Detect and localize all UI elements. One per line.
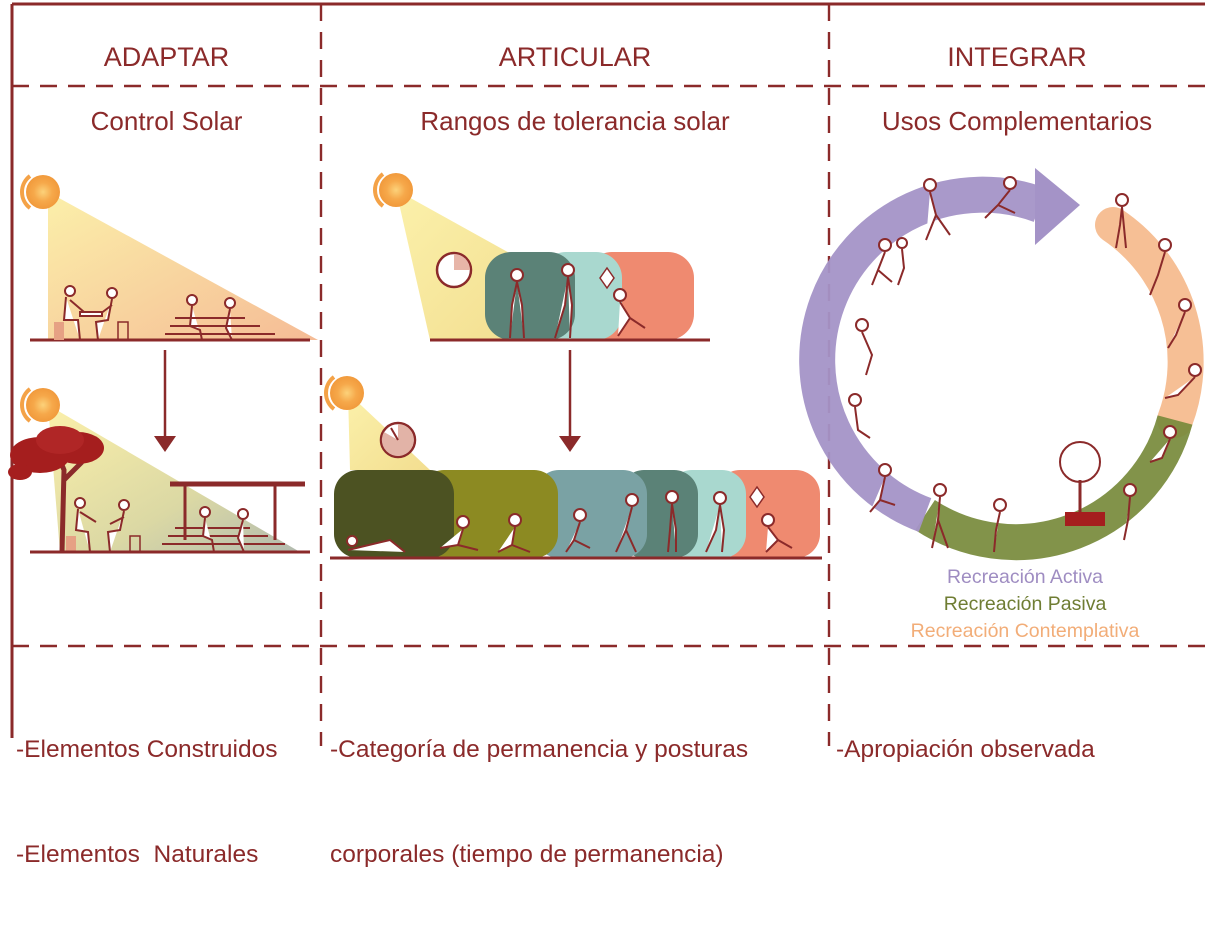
subtitle-rangos-tolerancia: Rangos de tolerancia solar [420, 106, 730, 136]
column-header-articular: ARTICULAR [498, 42, 652, 72]
sun-icon [26, 388, 60, 422]
person-icon [509, 263, 646, 339]
control-solar-bottom-scene [8, 387, 310, 554]
tree-icon [1059, 441, 1105, 526]
person-icon [346, 490, 793, 553]
person-icon [848, 176, 1202, 553]
person-icon [74, 497, 249, 553]
circular-arrow-icon [799, 168, 1204, 561]
tree-icon [8, 426, 104, 553]
tolerance-bottom-scene [324, 375, 822, 560]
arrow-down-icon [559, 436, 581, 452]
footer-adaptar-line-2: -Elementos Naturales [16, 841, 259, 868]
subtitle-usos-complementarios: Usos Complementarios [881, 106, 1153, 136]
arrow-down-icon [154, 436, 176, 452]
person-icon [62, 285, 236, 341]
footer-integrar: -Apropiación observada [836, 662, 1095, 837]
footer-articular: -Categoría de permanencia y posturas cor… [330, 662, 748, 942]
control-solar-top-scene [20, 174, 318, 342]
column-header-adaptar: ADAPTAR [103, 42, 230, 72]
footer-integrar-line-1: -Apropiación observada [836, 736, 1095, 763]
footer-articular-line-2: corporales (tiempo de permanencia) [330, 841, 724, 868]
footer-adaptar: -Elementos Construidos -Elementos Natura… [16, 662, 277, 942]
legend-recreacion-activa: Recreación Activa [946, 566, 1104, 588]
sun-icon [379, 173, 413, 207]
footer-adaptar-line-1: -Elementos Construidos [16, 736, 278, 763]
footer-articular-line-1: -Categoría de permanencia y posturas [330, 736, 749, 763]
tolerance-top-scene [373, 172, 710, 342]
clock-icon [435, 251, 473, 289]
diagram-frame: ADAPTAR ARTICULAR INTEGRAR Control Solar… [8, 2, 1205, 868]
sun-icon [330, 376, 364, 410]
diagram-graphics [8, 2, 1205, 746]
column-header-integrar: INTEGRAR [947, 42, 1087, 72]
subtitle-control-solar: Control Solar [90, 106, 243, 136]
sun-icon [26, 175, 60, 209]
legend-recreacion-pasiva: Recreación Pasiva [943, 593, 1107, 615]
pergola-icon [170, 481, 305, 540]
legend-recreacion-contemplativa: Recreación Contemplativa [910, 620, 1140, 642]
clock-icon [379, 421, 417, 459]
